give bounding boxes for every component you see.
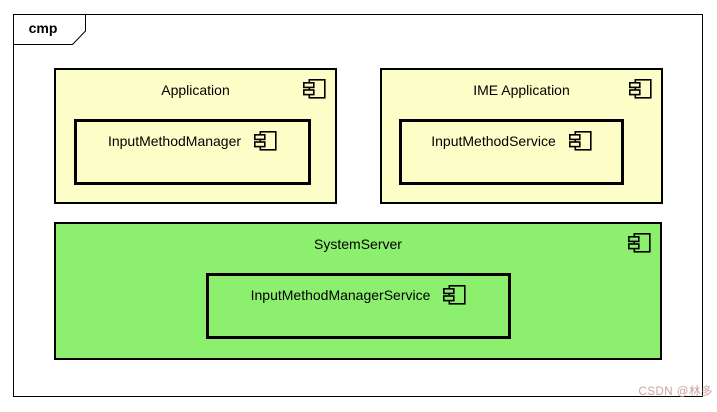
component-icon — [629, 79, 652, 99]
component-input-method-manager[interactable]: InputMethodManager — [74, 119, 311, 185]
component-input-method-manager-service[interactable]: InputMethodManagerService — [206, 273, 511, 339]
component-icon — [443, 285, 466, 305]
component-system-server-title: SystemServer — [314, 236, 402, 252]
component-application-title: Application — [161, 82, 230, 98]
uml-frame: cmp Application InputMethodManager — [13, 14, 703, 397]
component-icon — [254, 131, 277, 151]
component-system-server[interactable]: SystemServer InputMethodManagerService — [54, 222, 662, 360]
component-ime-application[interactable]: IME Application InputMethodService — [380, 68, 663, 204]
component-ime-application-title: IME Application — [473, 82, 570, 98]
component-input-method-service-title: InputMethodService — [431, 133, 556, 149]
component-input-method-manager-title: InputMethodManager — [107, 133, 242, 149]
component-application[interactable]: Application InputMethodManager — [54, 68, 337, 204]
frame-label: cmp — [28, 20, 58, 36]
component-input-method-manager-service-title: InputMethodManagerService — [250, 287, 431, 303]
frame-tab: cmp — [13, 14, 87, 46]
component-icon — [568, 131, 592, 151]
frame-tab-shape — [13, 14, 86, 45]
component-icon — [303, 79, 326, 99]
component-input-method-service[interactable]: InputMethodService — [399, 119, 624, 185]
component-icon — [628, 233, 651, 253]
watermark: CSDN @林多 — [638, 386, 713, 398]
